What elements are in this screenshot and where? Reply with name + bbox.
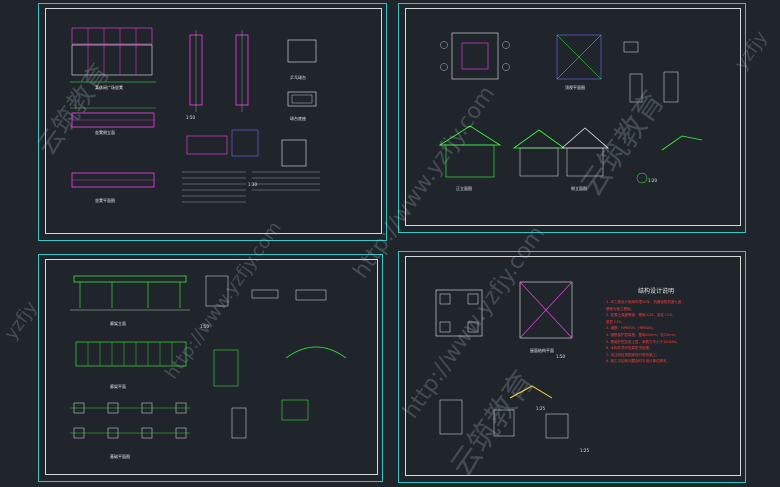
note-line: 基础为独立基础。	[606, 306, 634, 311]
inner-frame	[405, 8, 741, 226]
scale-detail-a: 1:25	[536, 406, 545, 411]
note-line: 3. 钢筋：HPB300，HRB400。	[606, 326, 656, 331]
label-bench-side: 坐凳侧立面	[95, 129, 115, 135]
note-line: 5. 基础开挖至老土层，承载力不小于120kPa。	[606, 339, 680, 344]
label-pingpong-table: 乒乓球台	[290, 74, 306, 80]
note-line: 垫层 C15。	[606, 319, 625, 324]
scale-detail-b: 1:25	[580, 448, 589, 453]
label-table-base: 球台底座	[290, 115, 306, 121]
label-bench-elevation: 某休闲广场坐凳	[95, 84, 123, 90]
drawing-sheet-pavilion[interactable]	[398, 3, 746, 233]
scale-detail: 1:20	[648, 178, 657, 183]
label-pavilion-elevation: 正立面图	[456, 185, 472, 191]
inner-frame	[405, 256, 741, 476]
drawing-sheet-pergola[interactable]	[38, 254, 383, 482]
scale-roof: 1:50	[556, 354, 565, 359]
note-line: 2. 混凝土强度等级：基础 C25，梁柱 C25，	[606, 313, 676, 318]
note-line: 4. 钢筋保护层厚度：基础40mm，柱25mm。	[606, 332, 679, 337]
label-pergola-plan: 廊架平面	[110, 383, 126, 389]
scale-a: 1:50	[186, 115, 195, 120]
note-line: 8. 施工中如有问题及时与设计单位联系。	[606, 359, 670, 364]
scale-pergola: 1:50	[200, 324, 209, 329]
drawing-sheet-structure[interactable]	[398, 251, 746, 483]
inner-frame	[45, 259, 378, 475]
label-bench-plan: 坐凳平面图	[95, 197, 115, 203]
note-line: 6. 木构件须作防腐防虫处理。	[606, 346, 653, 351]
drawing-sheet-bench-table[interactable]	[38, 3, 387, 241]
note-line: 7. 未注明处按国家现行规范施工。	[606, 352, 660, 357]
label-pergola-elevation: 廊架立面	[110, 320, 126, 326]
note-line: 1. 本工程设计使用年限50年，抗震设防烈度七度，	[606, 300, 685, 304]
label-pavilion-plan: 顶视平面图	[565, 84, 585, 90]
label-pavilion-side: 侧立面图	[571, 185, 587, 191]
label-foundation-plan: 基础平面图	[110, 453, 130, 459]
notes-title: 结构设计说明	[637, 288, 674, 295]
label-roof-structure: 屋面结构平面	[530, 347, 554, 353]
scale-b: 1:30	[248, 182, 257, 187]
structure-notes-panel: 结构设计说明 1. 本工程设计使用年限50年，抗震设防烈度七度， 基础为独立基础…	[606, 286, 706, 365]
inner-frame	[45, 8, 382, 234]
